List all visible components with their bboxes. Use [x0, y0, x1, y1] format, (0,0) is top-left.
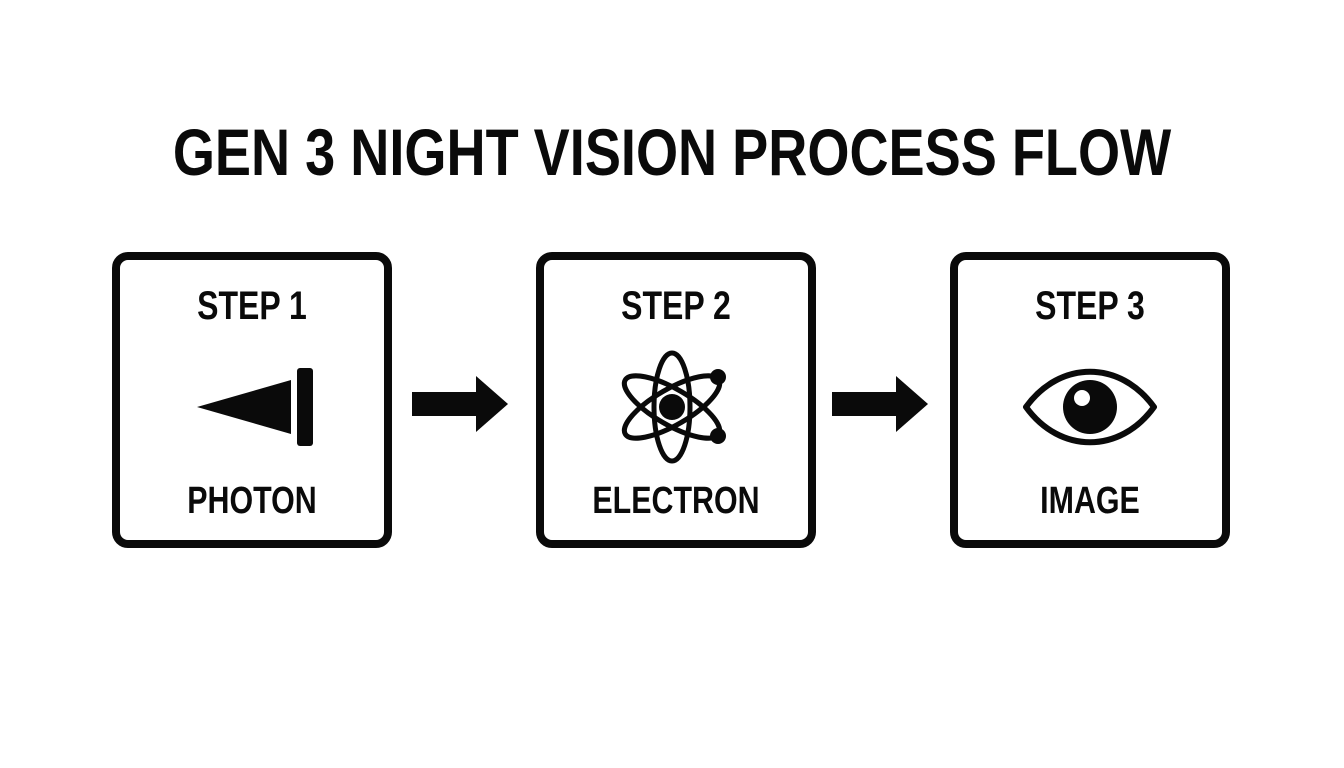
step-3-caption: IMAGE: [1040, 480, 1140, 522]
step-1-box: STEP 1 PHOTON: [112, 252, 392, 548]
step-2-label: STEP 2: [621, 284, 731, 328]
arrow-right-icon: [410, 376, 510, 432]
step-1-caption: PHOTON: [187, 480, 317, 522]
atom-icon: [544, 342, 808, 472]
step-2-box: STEP 2 ELECTRON: [536, 252, 816, 548]
arrow-right-icon: [830, 376, 930, 432]
diagram-title: GEN 3 NIGHT VISION PROCESS FLOW: [172, 115, 1172, 189]
step-2-caption: ELECTRON: [592, 480, 760, 522]
step-3-label: STEP 3: [1035, 284, 1145, 328]
eye-icon: [958, 342, 1222, 472]
step-3-box: STEP 3 IMAGE: [950, 252, 1230, 548]
photon-beam-icon: [120, 342, 384, 472]
step-1-label: STEP 1: [197, 284, 307, 328]
